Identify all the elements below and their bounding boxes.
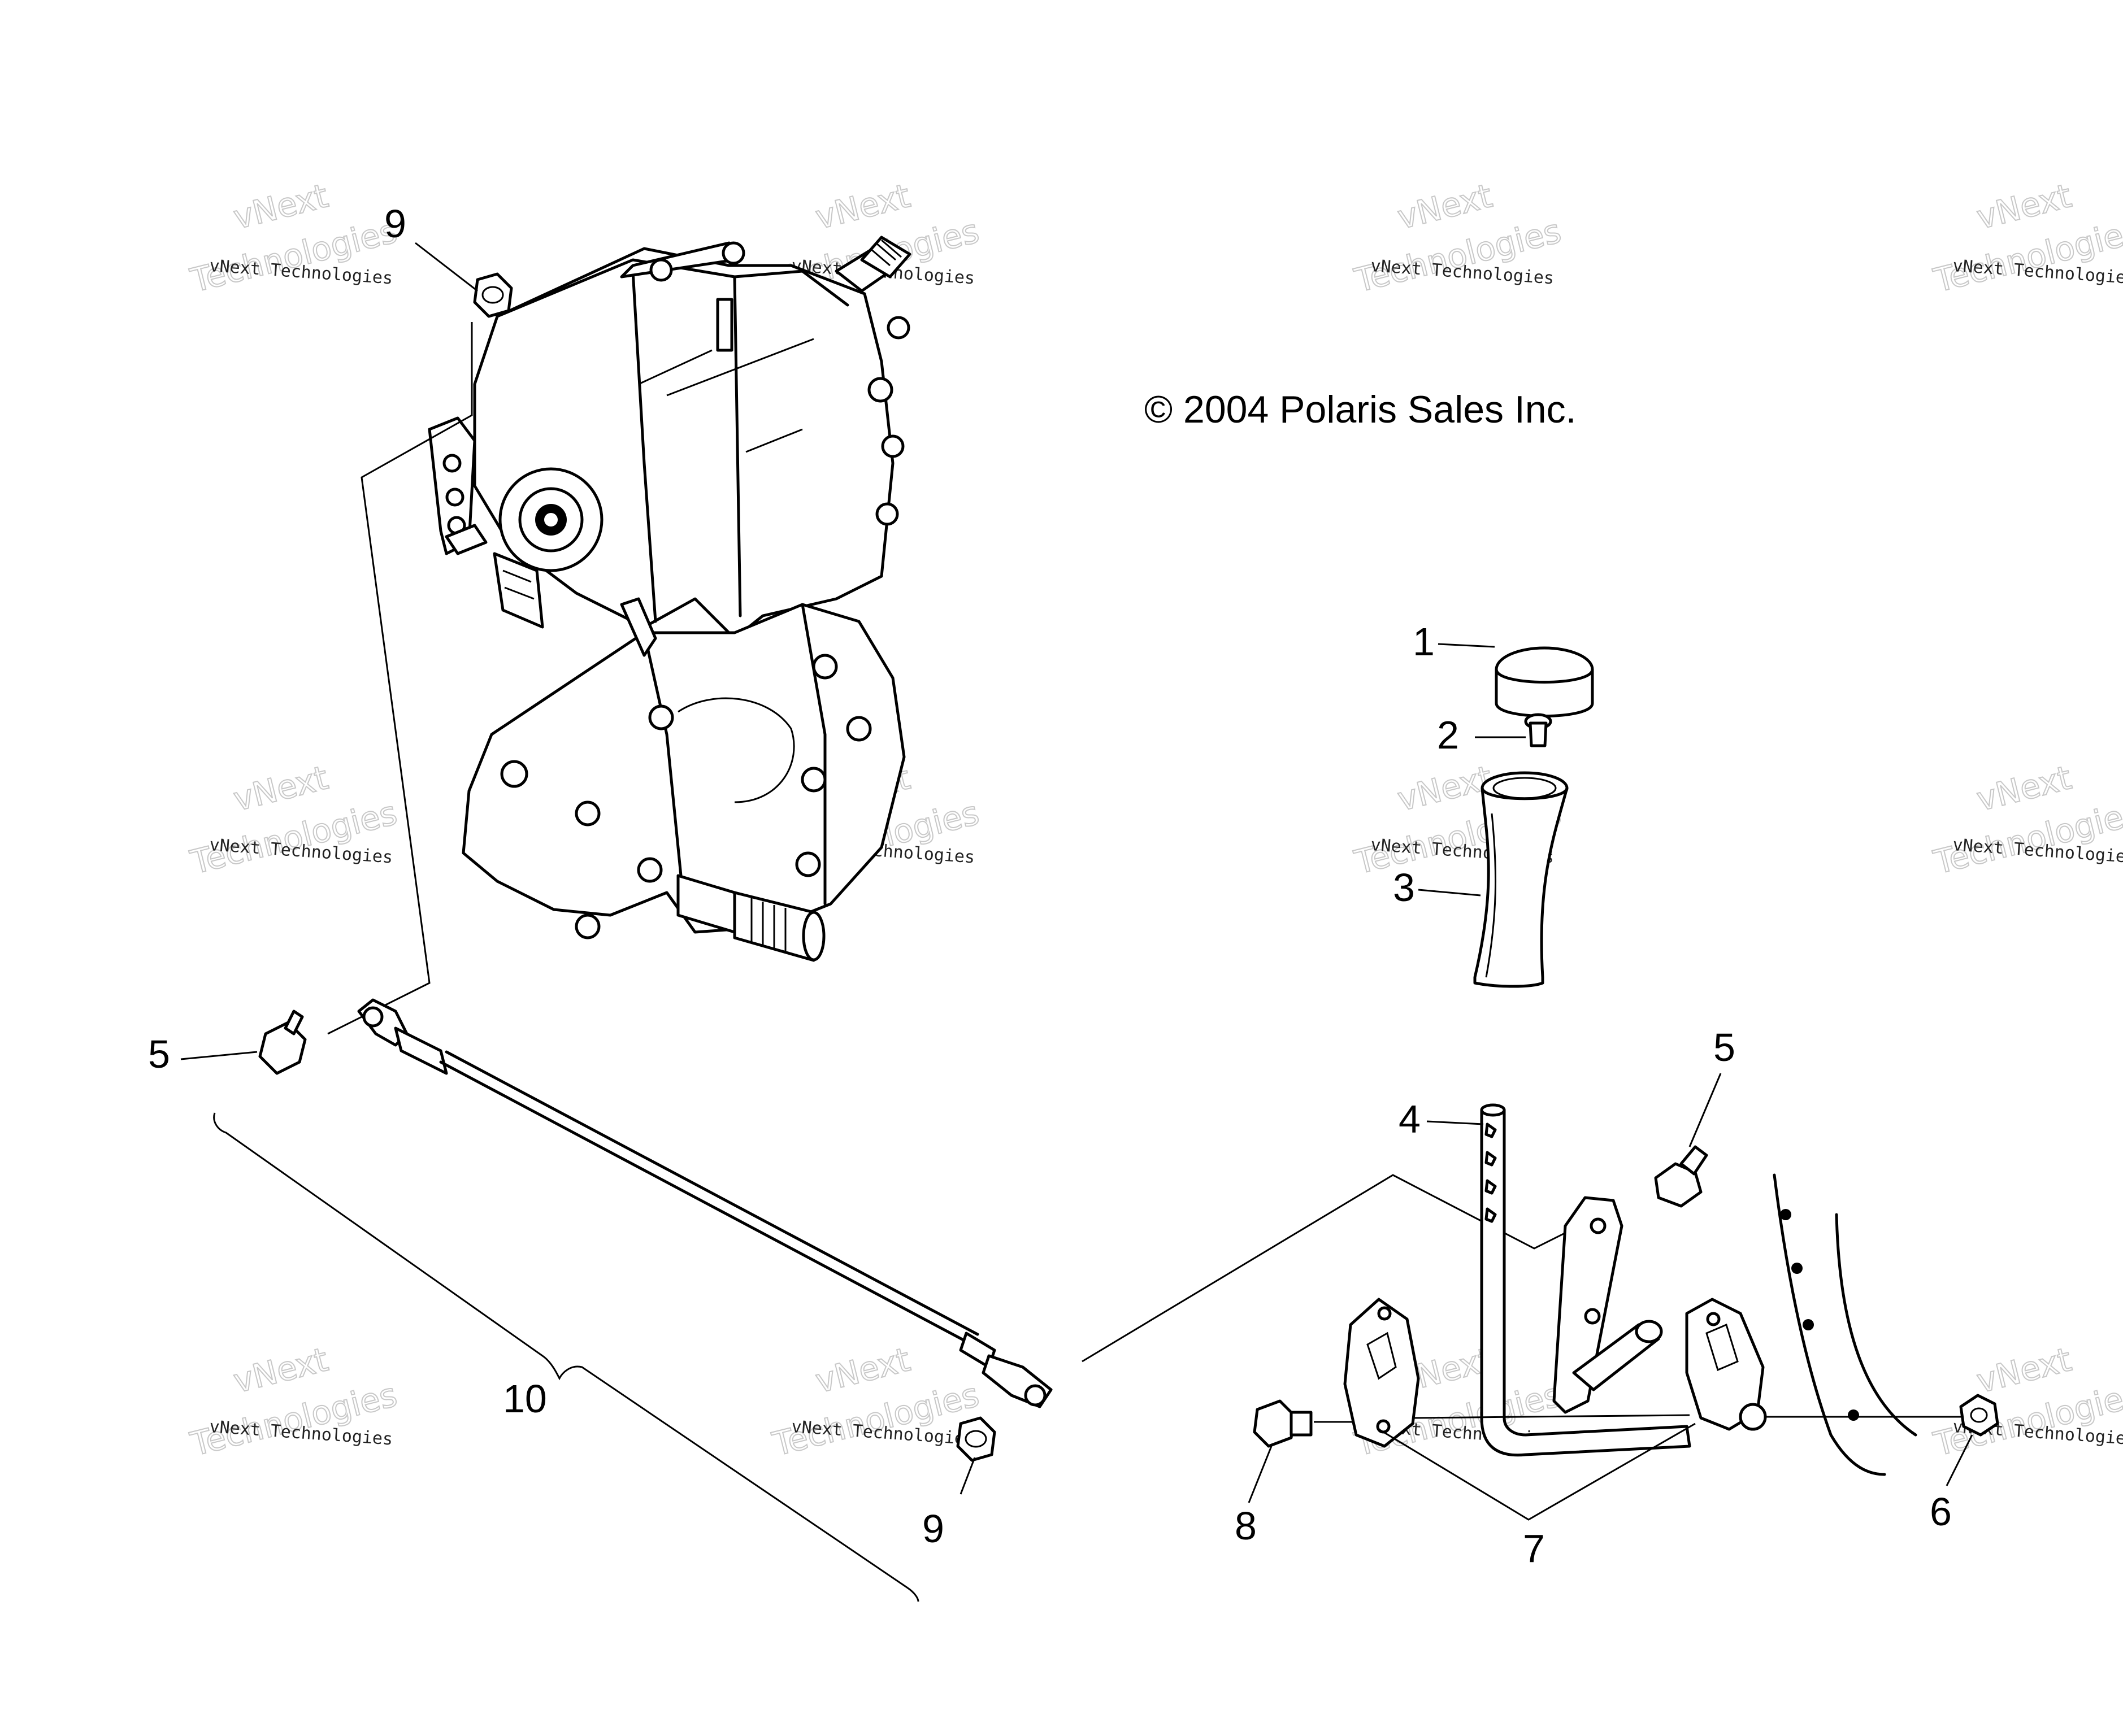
shift-rod [357, 998, 1053, 1408]
svg-text:vNext: vNext [1393, 176, 1496, 237]
callout-9-top: 9 [384, 202, 406, 246]
callout-6: 6 [1930, 1490, 1952, 1534]
svg-text:vNext: vNext [811, 1340, 914, 1400]
shift-lever [1480, 1103, 1691, 1457]
pivot-bracket-left [1343, 1298, 1420, 1448]
nut-6 [1959, 1394, 1999, 1437]
leader-line [960, 1457, 976, 1495]
bolt-5-right [1654, 1145, 1708, 1208]
bolt-8 [1253, 1399, 1313, 1448]
nut-9-bottom [956, 1416, 996, 1462]
callout-9-bottom: 9 [922, 1507, 944, 1551]
leader-line [1418, 889, 1481, 897]
leader-line [180, 1051, 258, 1060]
pivot-bracket-right [1685, 1298, 1767, 1431]
bracket-10 [213, 1112, 919, 1602]
svg-text:vNext: vNext [229, 176, 332, 237]
callout-3: 3 [1393, 865, 1415, 910]
copyright-notice: © 2004 Polaris Sales Inc. [1144, 388, 1577, 431]
callout-7: 7 [1523, 1526, 1545, 1570]
body-panel [1773, 1173, 1917, 1476]
gearcase-assembly [428, 236, 911, 962]
leader-line [1082, 1174, 1591, 1363]
leader-line [1426, 1120, 1484, 1125]
callout-4: 4 [1399, 1097, 1421, 1141]
leader-line [1438, 643, 1495, 648]
grip-sleeve [1473, 771, 1569, 988]
svg-text:vNext: vNext [1973, 1340, 2075, 1400]
callout-5-right: 5 [1713, 1025, 1735, 1069]
knob-cap [1495, 646, 1594, 717]
callout-10: 10 [503, 1377, 547, 1421]
leader-line [1412, 1414, 1690, 1419]
svg-text:vNext: vNext [1973, 758, 2075, 819]
svg-text:vNext: vNext [229, 758, 332, 819]
leader-line [1378, 1422, 1696, 1521]
svg-text:vNext: vNext [811, 176, 914, 237]
svg-text:vNext: vNext [229, 1340, 332, 1400]
leader-line [415, 242, 478, 292]
screw-2 [1524, 713, 1552, 747]
svg-text:vNext: vNext [1973, 176, 2075, 237]
leader-line [1946, 1434, 1973, 1486]
leader-line [1248, 1446, 1273, 1503]
nut-9-top [473, 272, 513, 318]
callout-1: 1 [1413, 620, 1435, 664]
callout-2: 2 [1437, 713, 1459, 757]
bolt-5-left [258, 1010, 307, 1075]
callout-8: 8 [1235, 1504, 1257, 1548]
svg-text:vNext: vNext [1393, 758, 1496, 819]
leader-line [1688, 1073, 1722, 1147]
callout-5-left: 5 [148, 1032, 170, 1076]
leader-line [327, 322, 473, 1035]
